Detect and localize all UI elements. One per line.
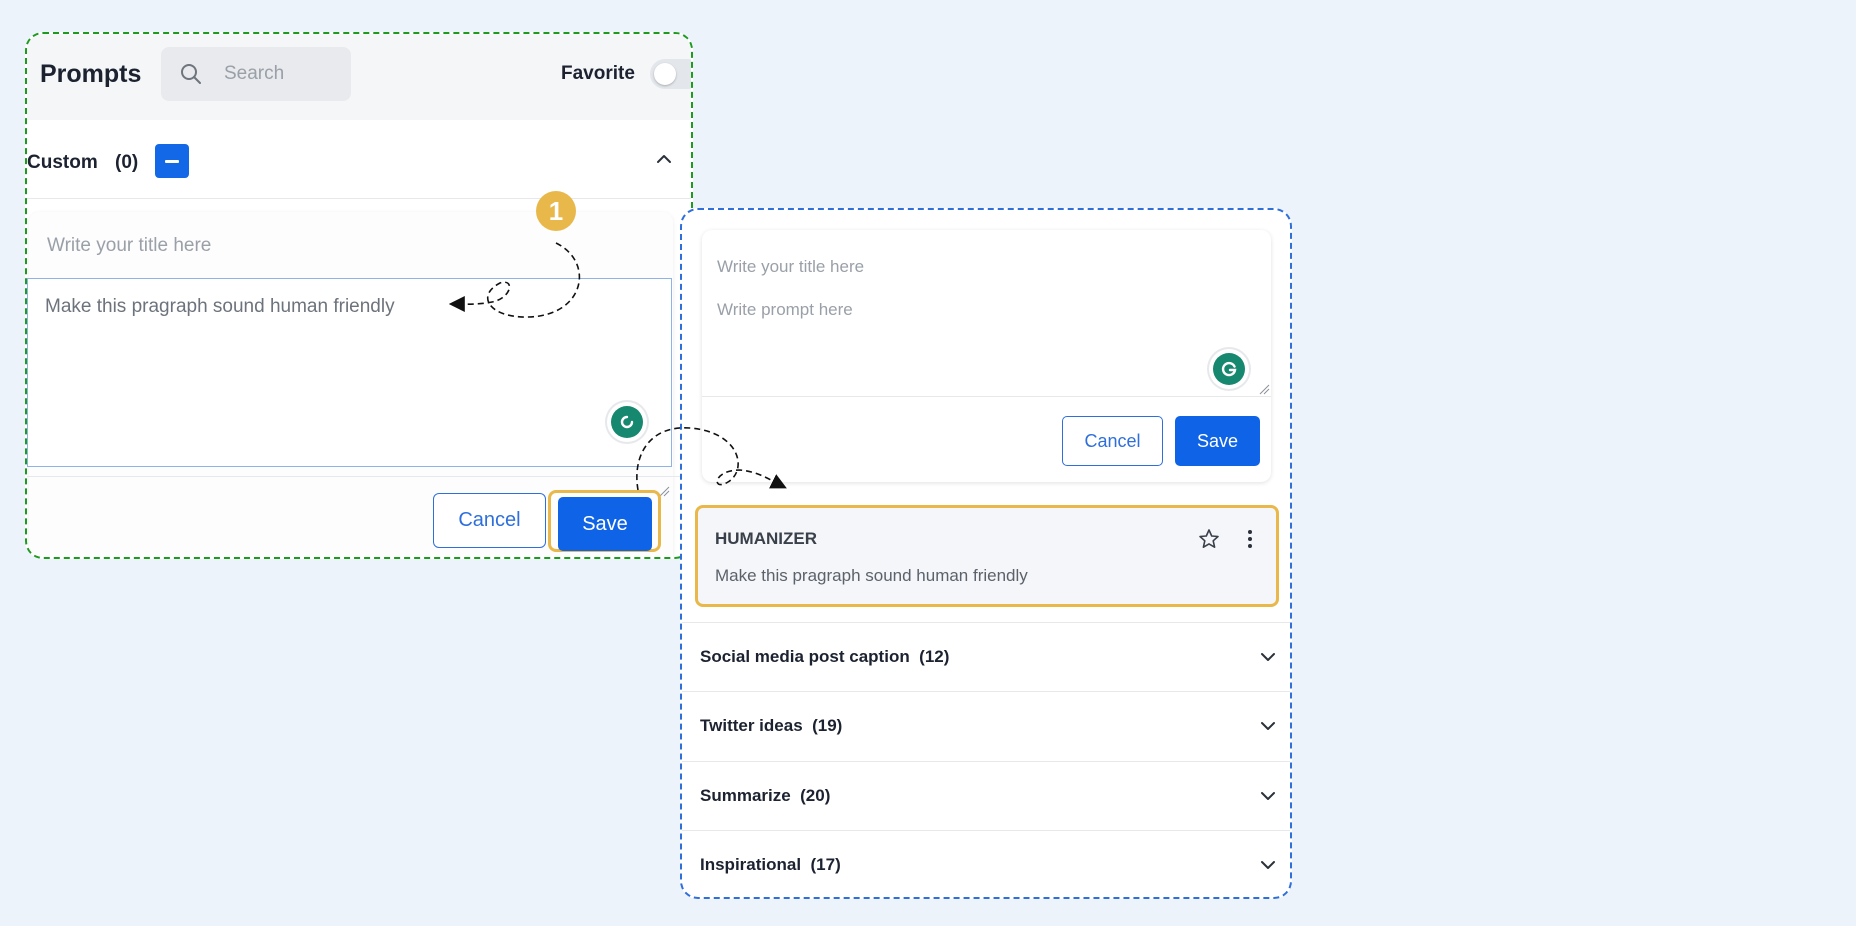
search-placeholder: Search xyxy=(224,63,285,84)
grammarly-icon[interactable] xyxy=(607,402,647,442)
category-row[interactable]: Twitter ideas (19) xyxy=(682,691,1290,760)
search-input[interactable]: Search xyxy=(161,47,351,101)
chevron-down-icon[interactable] xyxy=(1259,717,1277,735)
title-input[interactable]: Write your title here xyxy=(47,235,212,256)
prompt-textarea-value: Make this pragraph sound human friendly xyxy=(45,296,395,317)
category-label: Social media post caption (12) xyxy=(700,647,950,666)
custom-section-label: Custom xyxy=(27,152,98,173)
minus-icon xyxy=(165,159,179,163)
favorite-label: Favorite xyxy=(561,63,635,84)
chevron-down-icon[interactable] xyxy=(1259,787,1277,805)
new-prompt-form: Write your title here Write prompt here … xyxy=(702,230,1271,482)
category-row[interactable]: Social media post caption (12) xyxy=(682,622,1290,691)
category-row[interactable]: Inspirational (17) xyxy=(682,830,1290,897)
category-row[interactable]: Summarize (20) xyxy=(682,761,1290,830)
save-button[interactable]: Save xyxy=(1175,416,1260,466)
prompts-list-panel: Write your title here Write prompt here … xyxy=(680,208,1292,899)
category-label: Summarize (20) xyxy=(700,786,831,805)
prompts-panel: Prompts Search Favorite Custom (0) Write… xyxy=(25,32,693,559)
prompts-header: Prompts Search Favorite xyxy=(27,34,691,120)
divider xyxy=(702,396,1271,397)
cancel-button[interactable]: Cancel xyxy=(433,493,546,548)
custom-section-count: (0) xyxy=(115,152,139,173)
page-title: Prompts xyxy=(40,60,142,88)
grammarly-icon[interactable] xyxy=(1209,349,1249,389)
favorite-toggle[interactable] xyxy=(650,59,691,89)
toggle-knob xyxy=(654,63,676,85)
search-icon xyxy=(179,62,203,86)
saved-prompt-text: Make this pragraph sound human friendly xyxy=(715,566,1028,585)
star-icon[interactable] xyxy=(1197,527,1221,551)
cancel-button[interactable]: Cancel xyxy=(1062,416,1163,466)
chevron-up-icon[interactable] xyxy=(655,150,673,168)
prompt-textarea[interactable]: Make this pragraph sound human friendly xyxy=(27,278,672,467)
divider xyxy=(27,198,691,199)
category-label: Twitter ideas (19) xyxy=(700,716,843,735)
more-vertical-icon[interactable] xyxy=(1238,527,1262,551)
title-input[interactable]: Write your title here xyxy=(717,257,865,276)
chevron-down-icon[interactable] xyxy=(1259,648,1277,666)
save-button[interactable]: Save xyxy=(558,497,652,551)
saved-prompt-card[interactable]: HUMANIZER Make this pragraph sound human… xyxy=(695,505,1279,607)
resize-handle-icon[interactable] xyxy=(1258,383,1270,395)
prompt-textarea[interactable]: Write prompt here xyxy=(717,300,853,319)
category-label: Inspirational (17) xyxy=(700,855,841,874)
divider xyxy=(27,476,691,477)
chevron-down-icon[interactable] xyxy=(1259,856,1277,874)
step-badge: 1 xyxy=(536,191,576,231)
saved-prompt-title: HUMANIZER xyxy=(715,529,817,548)
collapse-form-button[interactable] xyxy=(155,144,189,178)
